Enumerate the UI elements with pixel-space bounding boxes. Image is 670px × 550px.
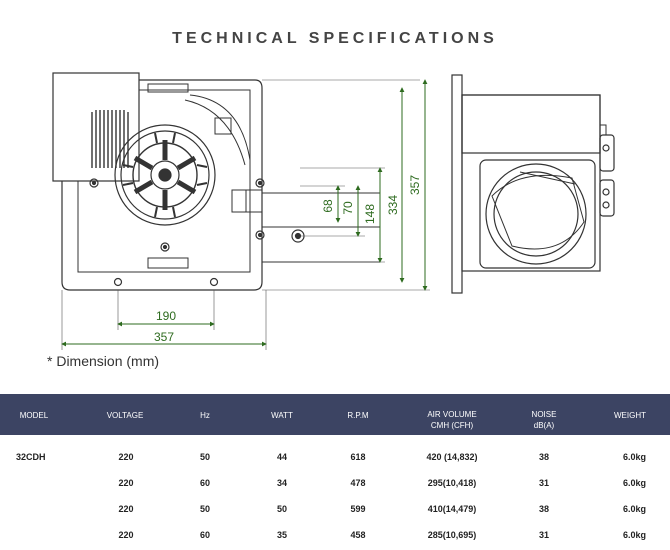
cell-air-volume: 410(14,479) [427,504,477,514]
side-view [451,74,615,294]
technical-drawing: 68 70 148 334 357 190 357 [52,72,615,350]
cell-watt: 44 [276,452,287,462]
cell-hz: 60 [199,478,210,488]
cell-noise: 31 [538,530,549,540]
cell-voltage: 220 [118,504,134,514]
cell-weight: 6.0kg [622,530,646,540]
cell-rpm: 599 [350,504,366,514]
dim-70: 70 [341,201,355,215]
header-noise: NOISE dB(A) [531,410,557,430]
dimension-note: * Dimension (mm) [47,353,160,369]
cell-hz: 50 [199,452,210,462]
cell-watt: 50 [276,504,287,514]
table-row: 220 60 35 458 285(10,695) 31 6.0kg [0,530,670,550]
header-watt: WATT [271,411,293,420]
header-voltage: VOLTAGE [106,411,144,420]
header-model: MODEL [19,411,49,420]
table-row: 220 50 50 599 410(14,479) 38 6.0kg [0,504,670,524]
dim-357-horizontal: 357 [154,330,174,344]
cell-air-volume: 420 (14,832) [426,452,478,462]
cell-rpm: 458 [350,530,366,540]
cell-voltage: 220 [118,478,134,488]
cell-rpm: 478 [350,478,366,488]
table-row: 220 60 34 478 295(10,418) 31 6.0kg [0,478,670,498]
cell-air-volume: 295(10,418) [427,478,477,488]
cell-weight: 6.0kg [622,452,646,462]
spec-table-header: MODEL VOLTAGE Hz WATT R.P.M AIR VOLUME C… [0,394,670,435]
cell-air-volume: 285(10,695) [427,530,477,540]
header-rpm: R.P.M [347,411,369,420]
front-view [52,72,381,291]
dim-357-vertical: 357 [408,175,422,195]
cell-hz: 60 [199,530,210,540]
page-title: TECHNICAL SPECIFICATIONS [172,30,498,47]
cell-noise: 38 [538,452,549,462]
cell-weight: 6.0kg [622,478,646,488]
dim-68: 68 [321,199,335,213]
cell-noise: 31 [538,478,549,488]
header-hz: Hz [200,411,210,420]
cell-hz: 50 [199,504,210,514]
dim-148: 148 [363,204,377,224]
cell-voltage: 220 [118,530,134,540]
dim-190: 190 [156,309,176,323]
cell-voltage: 220 [118,452,134,462]
header-air-volume: AIR VOLUME CMH (CFH) [427,410,477,430]
cell-weight: 6.0kg [622,504,646,514]
cell-model: 32CDH [16,452,46,462]
cell-noise: 38 [538,504,549,514]
cell-rpm: 618 [350,452,366,462]
cell-watt: 34 [276,478,287,488]
cell-watt: 35 [276,530,287,540]
dim-334: 334 [386,195,400,215]
header-weight: WEIGHT [614,411,646,420]
table-row: 32CDH 220 50 44 618 420 (14,832) 38 6.0k… [0,452,670,472]
